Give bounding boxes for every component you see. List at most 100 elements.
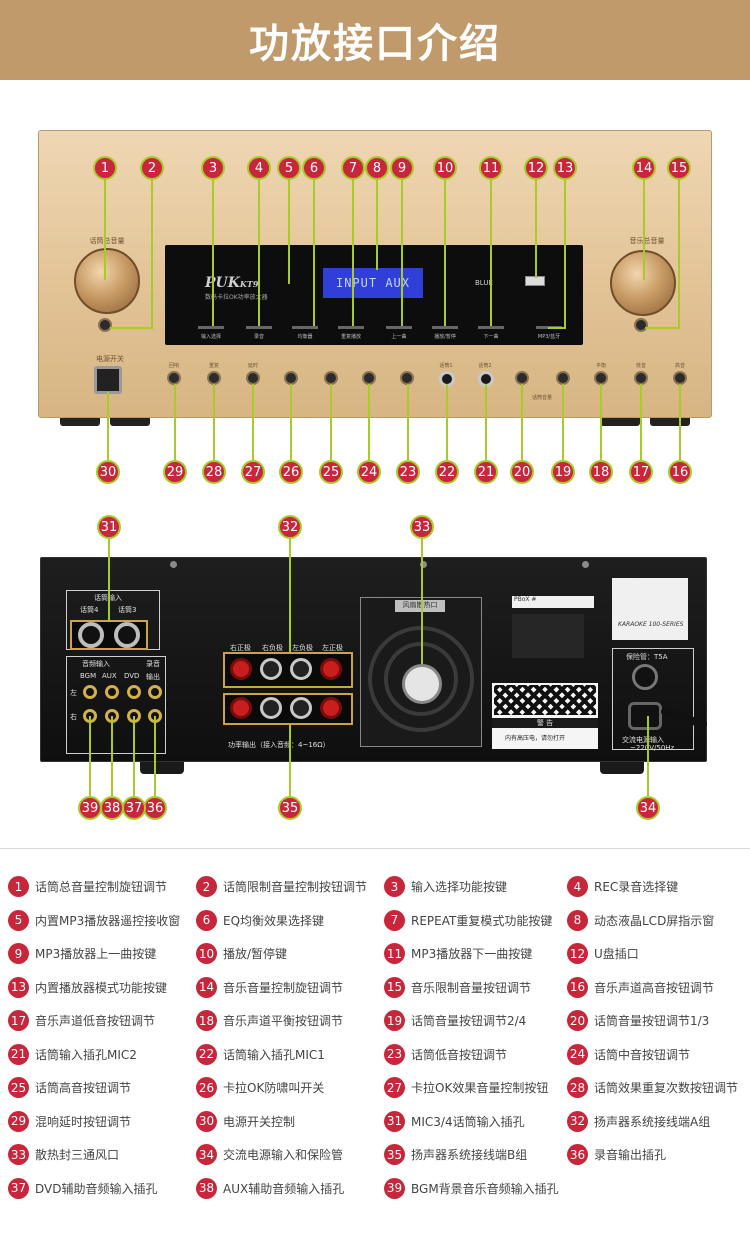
callout-badge-23: 23 <box>396 460 420 484</box>
mic-volume-24-knob[interactable] <box>556 371 570 385</box>
music-treble-knob[interactable] <box>673 371 687 385</box>
speaker-a-left-plus[interactable] <box>320 658 342 680</box>
bgm-label: BGM <box>80 672 97 680</box>
mic4-jack[interactable] <box>78 622 104 648</box>
aux-left-rca[interactable] <box>105 685 119 699</box>
legend-number-badge: 4 <box>567 876 588 898</box>
music-balance-knob[interactable] <box>594 371 608 385</box>
legend-text: 交流电源输入和保险管 <box>223 1148 344 1163</box>
mic-volume-13-knob[interactable] <box>515 371 529 385</box>
legend-number-badge: 10 <box>196 943 217 965</box>
callout-badge-35: 35 <box>278 796 302 820</box>
speaker-b-right-plus[interactable] <box>230 697 252 719</box>
callout-badge-11: 11 <box>479 156 503 180</box>
callout-line-11 <box>490 178 492 326</box>
karaoke-logo-badge <box>612 578 688 640</box>
legend-text: 话筒高音按钮调节 <box>35 1081 132 1096</box>
aux-label: AUX <box>102 672 117 680</box>
legend-number-badge: 15 <box>384 976 405 998</box>
callout-line-4 <box>258 178 260 326</box>
callout-badge-25: 25 <box>319 460 343 484</box>
mic-limit-knob[interactable] <box>98 318 112 332</box>
play-pause-label: 播放/暂停 <box>434 334 456 340</box>
callout-line-10 <box>444 178 446 326</box>
callout-badge-27: 27 <box>241 460 265 484</box>
legend-text: MP3播放器上一曲按键 <box>35 947 157 962</box>
callout-line-18 <box>600 384 602 460</box>
music-bass-knob[interactable] <box>634 371 648 385</box>
legend-text: 话筒输入插孔MIC2 <box>35 1047 137 1062</box>
repeat-button[interactable] <box>338 326 364 329</box>
fuse-holder[interactable] <box>632 664 658 690</box>
callout-line-20 <box>521 384 523 460</box>
callout-badge-7: 7 <box>341 156 365 180</box>
speaker-b-right-minus[interactable] <box>260 697 282 719</box>
record-label: 录音 <box>253 334 264 340</box>
legend-text: 话筒总音量控制旋钮调节 <box>35 880 168 895</box>
fan-vent-label: 风扇散热口 <box>395 600 445 612</box>
speaker-b-left-plus[interactable] <box>320 697 342 719</box>
karaoke-logo-text: KARAOKE 100-SERIES <box>618 621 684 628</box>
callout-line-15h <box>645 327 680 329</box>
speaker-label-left-minus: 左负极 <box>292 644 313 652</box>
callout-line-30 <box>107 392 109 460</box>
next-track-label: 下一曲 <box>483 334 499 340</box>
callout-line-24 <box>368 384 370 460</box>
legend-number-badge: 3 <box>384 876 405 898</box>
legend-number-badge: 19 <box>384 1010 405 1032</box>
legend-number-badge: 22 <box>196 1043 217 1065</box>
legend-text: 话筒音量按钮调节1/3 <box>594 1014 710 1029</box>
legend-text: U盘插口 <box>594 947 639 962</box>
speaker-a-left-minus[interactable] <box>290 658 312 680</box>
play-pause-button[interactable] <box>432 326 458 329</box>
previous-track-button[interactable] <box>386 326 412 329</box>
next-track-button[interactable] <box>478 326 504 329</box>
anti-feedback-switch[interactable] <box>284 371 298 385</box>
ac-power-socket[interactable] <box>628 702 662 730</box>
callout-line-32 <box>289 538 291 652</box>
bgm-left-rca[interactable] <box>83 685 97 699</box>
legend-text: 输入选择功能按键 <box>411 880 508 895</box>
callout-line-7 <box>352 178 354 326</box>
knob-label-bass: 低音 <box>635 363 646 369</box>
mic-treble-knob[interactable] <box>324 371 338 385</box>
speaker-a-right-minus[interactable] <box>260 658 282 680</box>
eq-button[interactable] <box>292 326 318 329</box>
mic-mid-knob[interactable] <box>362 371 376 385</box>
record-left-rca[interactable] <box>148 685 162 699</box>
repeat-count-knob[interactable] <box>207 371 221 385</box>
mic-master-volume-knob[interactable] <box>74 248 140 314</box>
legend-number-badge: 33 <box>8 1144 29 1166</box>
previous-track-label: 上一曲 <box>391 334 407 340</box>
music-limit-knob[interactable] <box>634 318 648 332</box>
dvd-left-rca[interactable] <box>127 685 141 699</box>
callout-badge-20: 20 <box>510 460 534 484</box>
rear-foot-left <box>140 762 184 774</box>
mic-bass-knob[interactable] <box>400 371 414 385</box>
callout-line-3 <box>212 178 214 326</box>
legend-text: AUX辅助音频输入插孔 <box>223 1181 345 1196</box>
reverb-delay-knob[interactable] <box>167 371 181 385</box>
speaker-a-right-plus[interactable] <box>230 658 252 680</box>
callout-badge-12: 12 <box>524 156 548 180</box>
callout-line-21 <box>485 384 487 460</box>
speaker-b-left-minus[interactable] <box>290 697 312 719</box>
callout-badge-37: 37 <box>122 796 146 820</box>
callout-line-23 <box>407 384 409 460</box>
warning-pattern <box>494 685 596 715</box>
input-select-button[interactable] <box>198 326 224 329</box>
effect-volume-knob[interactable] <box>246 371 260 385</box>
mic3-jack[interactable] <box>114 622 140 648</box>
record-button[interactable] <box>246 326 272 329</box>
power-switch[interactable] <box>94 366 122 394</box>
